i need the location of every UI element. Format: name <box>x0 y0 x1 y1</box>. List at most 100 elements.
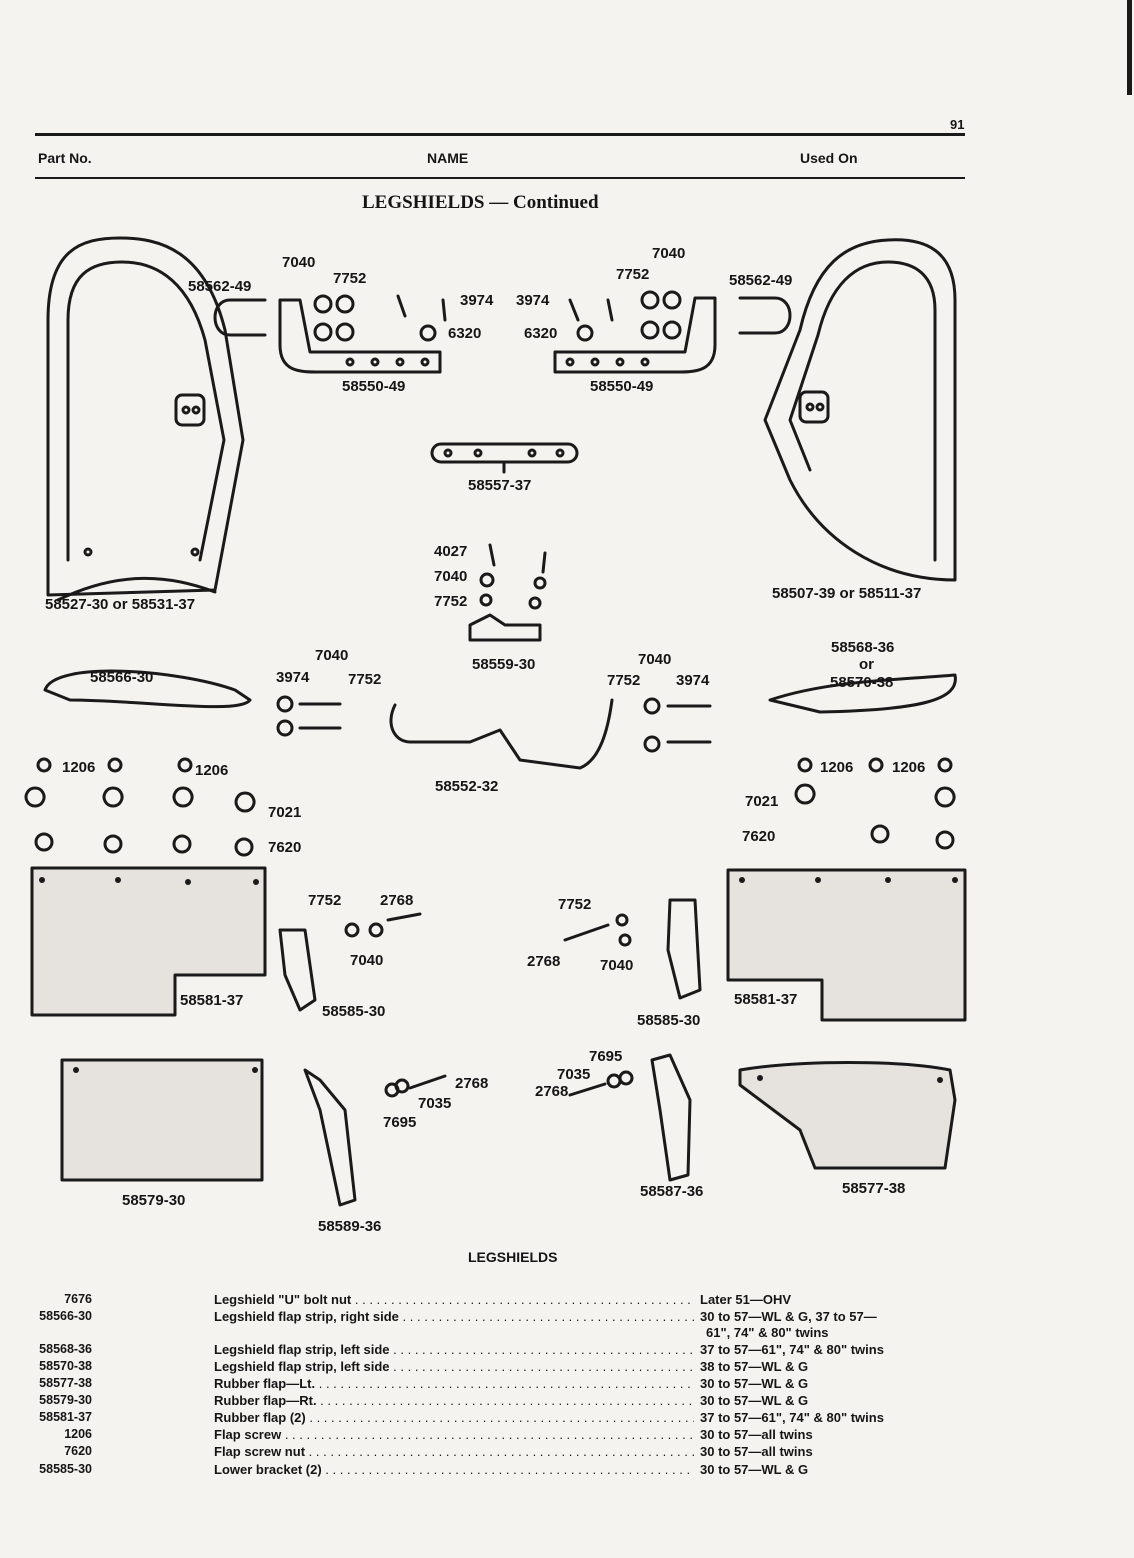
diagram-label: 7695 <box>383 1114 417 1131</box>
part-number: 58566-30 <box>39 1309 92 1323</box>
diagram-label: 58570-38 <box>830 674 894 691</box>
diagram-label: 58577-38 <box>842 1180 906 1197</box>
used-on: 37 to 57—61", 74" & 80" twins <box>700 1410 884 1425</box>
header-bottom-rule <box>35 177 965 179</box>
diagram-label: 58581-37 <box>180 992 244 1009</box>
diagram-label: 3974 <box>676 672 710 689</box>
diagram-label: 58568-36 <box>831 639 895 656</box>
part-name: Legshield flap strip, left side <box>214 1359 694 1374</box>
diagram-label: 1206 <box>892 759 926 776</box>
part-name: Flap screw <box>214 1427 694 1442</box>
used-on: 30 to 57—all twins <box>700 1427 813 1442</box>
part-name: Legshield "U" bolt nut <box>214 1292 694 1307</box>
part-number: 7620 <box>64 1444 92 1458</box>
diagram-label: 7752 <box>607 672 641 689</box>
diagram-label: 1206 <box>62 759 96 776</box>
part-number: 58579-30 <box>39 1393 92 1407</box>
diagram-label: 3974 <box>276 669 310 686</box>
diagram-label: 2768 <box>380 892 414 909</box>
diagram-label: 3974 <box>460 292 494 309</box>
header-top-rule <box>35 133 965 136</box>
diagram-label: 7040 <box>600 957 634 974</box>
diagram-label: 4027 <box>434 543 468 560</box>
used-on: 30 to 57—WL & G <box>700 1376 809 1391</box>
diagram-label: 58587-36 <box>640 1183 704 1200</box>
table-row: 58585-30 Lower bracket (2) 30 to 57—WL &… <box>0 1462 1134 1479</box>
diagram-label: 58585-30 <box>637 1012 701 1029</box>
diagram-label: 7752 <box>434 593 468 610</box>
used-on: 30 to 57—WL & G <box>700 1462 809 1477</box>
diagram-label: 58566-30 <box>90 669 154 686</box>
diagram-label: 58550-49 <box>342 378 406 395</box>
diagram-label: 58507-39 or 58511-37 <box>772 585 922 602</box>
part-name: Legshield flap strip, left side <box>214 1342 694 1357</box>
diagram-label: 58527-30 or 58531-37 <box>45 596 196 613</box>
part-name: Lower bracket (2) <box>214 1462 694 1477</box>
diagram-label: 58557-37 <box>468 477 532 494</box>
part-name: Rubber flap—Lt. <box>214 1376 694 1391</box>
diagram-label: 7620 <box>742 828 776 845</box>
section-title: LEGSHIELDS — Continued <box>362 192 599 213</box>
diagram-label: 58550-49 <box>590 378 654 395</box>
right-legshield-drawing <box>763 238 957 582</box>
part-number: 58581-37 <box>39 1410 92 1424</box>
used-on: 61", 74" & 80" twins <box>706 1325 829 1340</box>
table-row: 58568-36 Legshield flap strip, left side… <box>0 1342 1134 1359</box>
diagram-label: 2768 <box>527 953 561 970</box>
part-name: Rubber flap (2) <box>214 1410 694 1425</box>
part-number: 58577-38 <box>39 1376 92 1390</box>
diagram-label: 7040 <box>638 651 672 668</box>
used-on: 37 to 57—61", 74" & 80" twins <box>700 1342 884 1357</box>
used-on: 30 to 57—WL & G <box>700 1393 809 1408</box>
diagram-label: 7040 <box>652 245 686 262</box>
left-legshield-drawing <box>46 236 245 602</box>
table-row: 1206 Flap screw 30 to 57—all twins <box>0 1427 1134 1444</box>
diagram-label: 7021 <box>745 793 779 810</box>
diagram-label: 6320 <box>448 325 482 342</box>
table-row: 58577-38 Rubber flap—Lt. 30 to 57—WL & G <box>0 1376 1134 1393</box>
diagram-label: 58559-30 <box>472 656 536 673</box>
table-row: 7620 Flap screw nut 30 to 57—all twins <box>0 1444 1134 1461</box>
used-on: 30 to 57—all twins <box>700 1444 813 1459</box>
part-name: Rubber flap—Rt. <box>214 1393 694 1408</box>
part-number: 7676 <box>64 1292 92 1306</box>
header-used-on: Used On <box>800 150 858 166</box>
table-row: 58581-37 Rubber flap (2) 37 to 57—61", 7… <box>0 1410 1134 1427</box>
diagram-label: 7752 <box>333 270 367 287</box>
list-title: LEGSHIELDS <box>468 1249 558 1265</box>
table-row: 58579-30 Rubber flap—Rt. 30 to 57—WL & G <box>0 1393 1134 1410</box>
diagram-label: 7035 <box>557 1066 591 1083</box>
diagram-label: 58562-49 <box>729 272 793 289</box>
table-row: 7676 Legshield "U" bolt nut Later 51—OHV <box>0 1292 1134 1309</box>
diagram-label: 58562-49 <box>188 278 252 295</box>
diagram-label: 7040 <box>434 568 468 585</box>
table-row-continuation: 61", 74" & 80" twins <box>0 1325 1134 1342</box>
diagram-label: 7752 <box>616 266 650 283</box>
parts-diagram <box>24 236 967 1207</box>
page-number: 91 <box>950 117 965 132</box>
part-number: 1206 <box>64 1427 92 1441</box>
diagram-label: 7035 <box>418 1095 452 1112</box>
diagram-label: 1206 <box>820 759 854 776</box>
diagram-label: 7752 <box>308 892 342 909</box>
diagram-label: 3974 <box>516 292 550 309</box>
diagram-label: 7040 <box>315 647 349 664</box>
part-number: 58568-36 <box>39 1342 92 1356</box>
diagram-label: 58552-32 <box>435 778 499 795</box>
header-part-no: Part No. <box>38 150 92 166</box>
diagram-label: 7021 <box>268 804 302 821</box>
header-name: NAME <box>427 150 469 166</box>
diagram-label: 7752 <box>348 671 382 688</box>
used-on: Later 51—OHV <box>700 1292 792 1307</box>
diagram-label: or <box>859 656 874 673</box>
part-number: 58570-38 <box>39 1359 92 1373</box>
diagram-label: 7620 <box>268 839 302 856</box>
diagram-label: 1206 <box>195 762 229 779</box>
used-on: 30 to 57—WL & G, 37 to 57— <box>700 1309 877 1324</box>
part-number: 58585-30 <box>39 1462 92 1476</box>
diagram-label: 7752 <box>558 896 592 913</box>
diagram-label: 58581-37 <box>734 991 798 1008</box>
part-name: Legshield flap strip, right side <box>214 1309 694 1324</box>
diagram-label: 7040 <box>282 254 316 271</box>
page-edge-bar <box>1127 0 1132 95</box>
